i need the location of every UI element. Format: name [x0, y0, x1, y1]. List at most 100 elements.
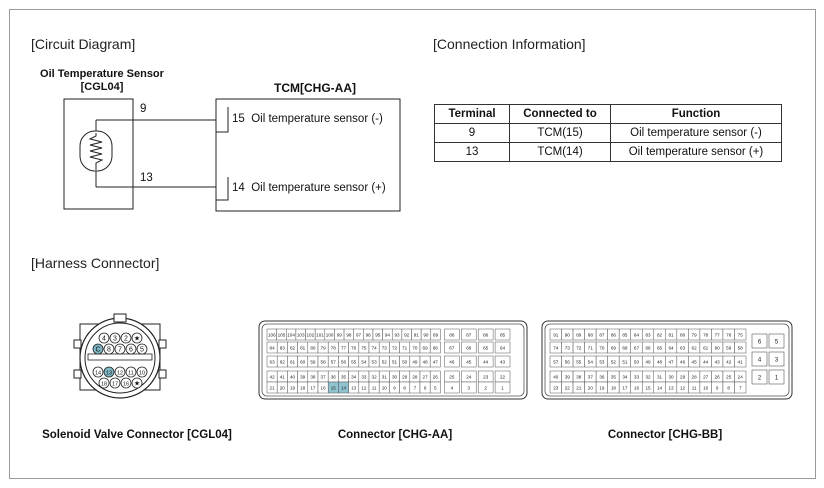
pin-circle — [131, 332, 143, 344]
terminal-label: 25 — [726, 375, 732, 380]
terminal-label: 79 — [321, 346, 327, 351]
terminal-label: 87 — [466, 333, 472, 338]
terminal-label: 11 — [692, 386, 697, 391]
terminal-label: 103 — [297, 333, 305, 338]
table-row: 9 TCM(15) Oil temperature sensor (-) — [434, 123, 782, 143]
terminal-label: 72 — [392, 346, 398, 351]
terminal-label: 15 — [331, 386, 337, 391]
pin-label: 3 — [113, 336, 117, 343]
terminal-label: 62 — [692, 346, 698, 351]
terminal-label: 4 — [451, 386, 454, 391]
terminal-label: 37 — [321, 375, 327, 380]
terminal-label: 102 — [307, 333, 315, 338]
pin-label: 10 — [139, 371, 145, 377]
terminal-label: 62 — [280, 360, 286, 365]
terminal-label: 28 — [692, 375, 698, 380]
terminal-label: 86 — [483, 333, 489, 338]
pin-circle — [109, 332, 121, 344]
pin-label: 17 — [112, 382, 118, 388]
terminal-label: 78 — [703, 333, 709, 338]
terminal-cell — [494, 341, 511, 354]
header-terminal: Terminal — [434, 104, 510, 124]
terminal-cell — [444, 341, 460, 354]
terminal-cell — [429, 355, 441, 368]
terminal-label: 22 — [500, 375, 506, 380]
terminal-label: 106 — [268, 333, 276, 338]
terminal-cell — [734, 355, 747, 368]
terminal-label: 31 — [657, 375, 663, 380]
terminal-label: 15 — [645, 386, 651, 391]
pin-circle — [136, 366, 148, 378]
terminal-label: 37 — [588, 375, 594, 380]
terminal-label: 19 — [599, 386, 605, 391]
terminal-label: 69 — [611, 346, 617, 351]
terminal-label: 17 — [622, 386, 628, 391]
terminal-cell — [461, 381, 477, 394]
terminal-label: 18 — [300, 386, 306, 391]
terminal-label: 13 — [668, 386, 674, 391]
terminal-label: 97 — [356, 333, 362, 338]
pin-label: 12 — [117, 371, 123, 377]
terminal-label: 32 — [645, 375, 651, 380]
terminal-label: 58 — [738, 346, 744, 351]
terminal-cell — [751, 351, 768, 367]
terminal-label: 41 — [738, 360, 744, 365]
terminal-label: 94 — [385, 333, 391, 338]
terminal-label: 51 — [622, 360, 628, 365]
terminal-label: 76 — [351, 346, 357, 351]
terminal-cell — [751, 333, 768, 349]
terminal-label: 51 — [392, 360, 398, 365]
terminal-label: 78 — [331, 346, 337, 351]
terminal-label: 21 — [270, 386, 276, 391]
terminal-label: 95 — [375, 333, 381, 338]
terminal-label: 2 — [758, 376, 762, 382]
terminal-label: 86 — [611, 333, 617, 338]
tcm-pin-top-label: Oil temperature sensor (-) — [251, 113, 383, 125]
terminal-cell — [429, 341, 441, 354]
sensor-box — [63, 98, 134, 210]
pin-circle — [114, 343, 126, 355]
chg-aa-caption: Connector [CHG-AA] — [337, 429, 453, 441]
terminal-label: 42 — [270, 375, 276, 380]
terminal-label: 88 — [449, 333, 455, 338]
cell-function: Oil temperature sensor (-) — [610, 123, 782, 143]
pin-circle — [125, 366, 137, 378]
cell-connected-to: TCM(15) — [509, 123, 611, 143]
terminal-cell — [494, 355, 511, 368]
pin-label: 5 — [140, 347, 144, 354]
terminal-label: 47 — [668, 360, 674, 365]
terminal-label: 57 — [331, 360, 337, 365]
terminal-cell — [734, 381, 747, 394]
terminal-label: 83 — [645, 333, 651, 338]
terminal-cell — [444, 328, 460, 341]
terminal-label: 92 — [404, 333, 410, 338]
terminal-label: 81 — [300, 346, 306, 351]
terminal-cell — [477, 328, 494, 341]
terminal-label: 16 — [321, 386, 327, 391]
terminal-label: 49 — [412, 360, 418, 365]
terminal-cell — [429, 381, 441, 394]
terminal-label: 40 — [553, 375, 559, 380]
cgl04-caption: Solenoid Valve Connector [CGL04] — [42, 429, 232, 441]
terminal-label: 35 — [341, 375, 347, 380]
header-connected-to: Connected to — [509, 104, 611, 124]
connection-table: Terminal Connected to Function 9 TCM(15)… — [434, 104, 782, 162]
terminal-label: 104 — [287, 333, 295, 338]
terminal-label: 70 — [599, 346, 605, 351]
tcm-pin-bottom-number: 14 — [232, 182, 245, 194]
terminal-label: 4 — [758, 358, 762, 364]
terminal-label: 14 — [657, 386, 663, 391]
terminal-label: 87 — [599, 333, 605, 338]
terminal-label: 84 — [270, 346, 276, 351]
terminal-label: 6 — [424, 386, 427, 391]
terminal-label: 43 — [500, 360, 506, 365]
terminal-label: 89 — [433, 333, 439, 338]
terminal-label: 46 — [680, 360, 686, 365]
terminal-label: 43 — [715, 360, 721, 365]
terminal-label: 2 — [484, 386, 487, 391]
terminal-label: 58 — [321, 360, 327, 365]
terminal-label: 50 — [634, 360, 640, 365]
terminal-label: 27 — [423, 375, 429, 380]
wire-top-number: 9 — [140, 103, 147, 115]
